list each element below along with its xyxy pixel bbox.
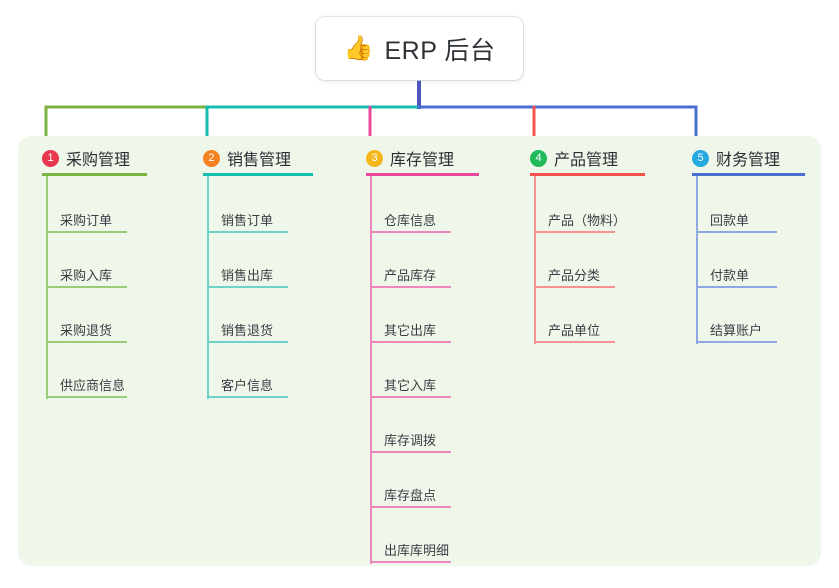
branch-item-label: 出库库明细 (384, 543, 450, 558)
branch-item-rule (207, 231, 288, 233)
branch-header-3[interactable]: 3 库存管理 (366, 146, 454, 170)
branch-spine (696, 176, 698, 344)
branch-header-1[interactable]: 1 采购管理 (42, 146, 130, 170)
branch-header-rule (203, 173, 313, 176)
branch-item-rule (46, 286, 127, 288)
branch-title: 财务管理 (716, 152, 781, 169)
branch-header-4[interactable]: 4 产品管理 (530, 146, 618, 170)
branch-item-label: 仓库信息 (384, 213, 437, 228)
branch-title: 销售管理 (227, 152, 292, 169)
branch-number-badge: 2 (203, 149, 220, 167)
branch-item-label: 库存盘点 (384, 488, 437, 503)
root-title: ERP 后台 (384, 36, 496, 65)
branch-item-label: 产品单位 (548, 323, 601, 338)
branch-item-rule (534, 286, 615, 288)
branch-header-5[interactable]: 5 财务管理 (692, 146, 780, 170)
branch-title: 采购管理 (66, 152, 131, 169)
branches-panel: 1 采购管理采购订单采购入库采购退货供应商信息 2 销售管理销售订单销售出库销售退货客… (18, 136, 821, 566)
branch-item-label: 库存调拨 (384, 433, 437, 448)
branch-number-badge: 1 (42, 149, 59, 167)
branch-item-label: 客户信息 (221, 378, 274, 393)
branch-item-rule (370, 451, 451, 453)
branch-item-rule (370, 341, 451, 343)
branch-item-label: 其它入库 (384, 378, 437, 393)
branch-item-label: 产品分类 (548, 268, 601, 283)
branch-item-rule (46, 341, 127, 343)
root-node-card[interactable]: 👍 ERP 后台 (316, 17, 523, 80)
branch-spine (534, 176, 536, 344)
branch-item-label: 回款单 (710, 213, 750, 228)
branch-number-badge: 4 (530, 149, 547, 167)
branch-item-rule (370, 506, 451, 508)
branch-item-rule (534, 341, 615, 343)
branch-item-rule (534, 231, 615, 233)
branch-item-rule (370, 561, 451, 563)
branch-item-label: 采购退货 (60, 323, 113, 338)
branch-item-label: 销售订单 (221, 213, 274, 228)
branch-item-rule (370, 231, 451, 233)
branch-item-rule (46, 231, 127, 233)
branch-item-label: 采购订单 (60, 213, 113, 228)
branch-item-rule (696, 231, 777, 233)
branch-item-label: 产品库存 (384, 268, 437, 283)
branch-item-rule (207, 286, 288, 288)
branch-title: 产品管理 (554, 152, 619, 169)
branch-header-rule (692, 173, 805, 176)
branch-item-label: 产品（物料） (548, 213, 627, 228)
branch-spine (370, 176, 372, 564)
branch-header-rule (42, 173, 147, 176)
branch-item-rule (46, 396, 127, 398)
branch-item-rule (207, 396, 288, 398)
branch-item-label: 销售退货 (221, 323, 274, 338)
branch-item-rule (370, 286, 451, 288)
branch-item-rule (696, 341, 777, 343)
branch-number-badge: 5 (692, 149, 709, 167)
branch-header-2[interactable]: 2 销售管理 (203, 146, 291, 170)
branch-item-label: 采购入库 (60, 268, 113, 283)
branch-header-rule (366, 173, 479, 176)
branch-item-label: 其它出库 (384, 323, 437, 338)
branch-item-rule (207, 341, 288, 343)
branch-header-rule (530, 173, 645, 176)
branch-item-label: 销售出库 (221, 268, 274, 283)
branch-item-label: 供应商信息 (60, 378, 126, 393)
branch-item-label: 付款单 (710, 268, 750, 283)
branch-title: 库存管理 (390, 152, 455, 169)
branch-item-rule (370, 396, 451, 398)
branch-number-badge: 3 (366, 149, 383, 167)
branch-item-rule (696, 286, 777, 288)
thumbs-up-icon: 👍 (343, 34, 374, 62)
branch-item-label: 结算账户 (710, 323, 763, 338)
